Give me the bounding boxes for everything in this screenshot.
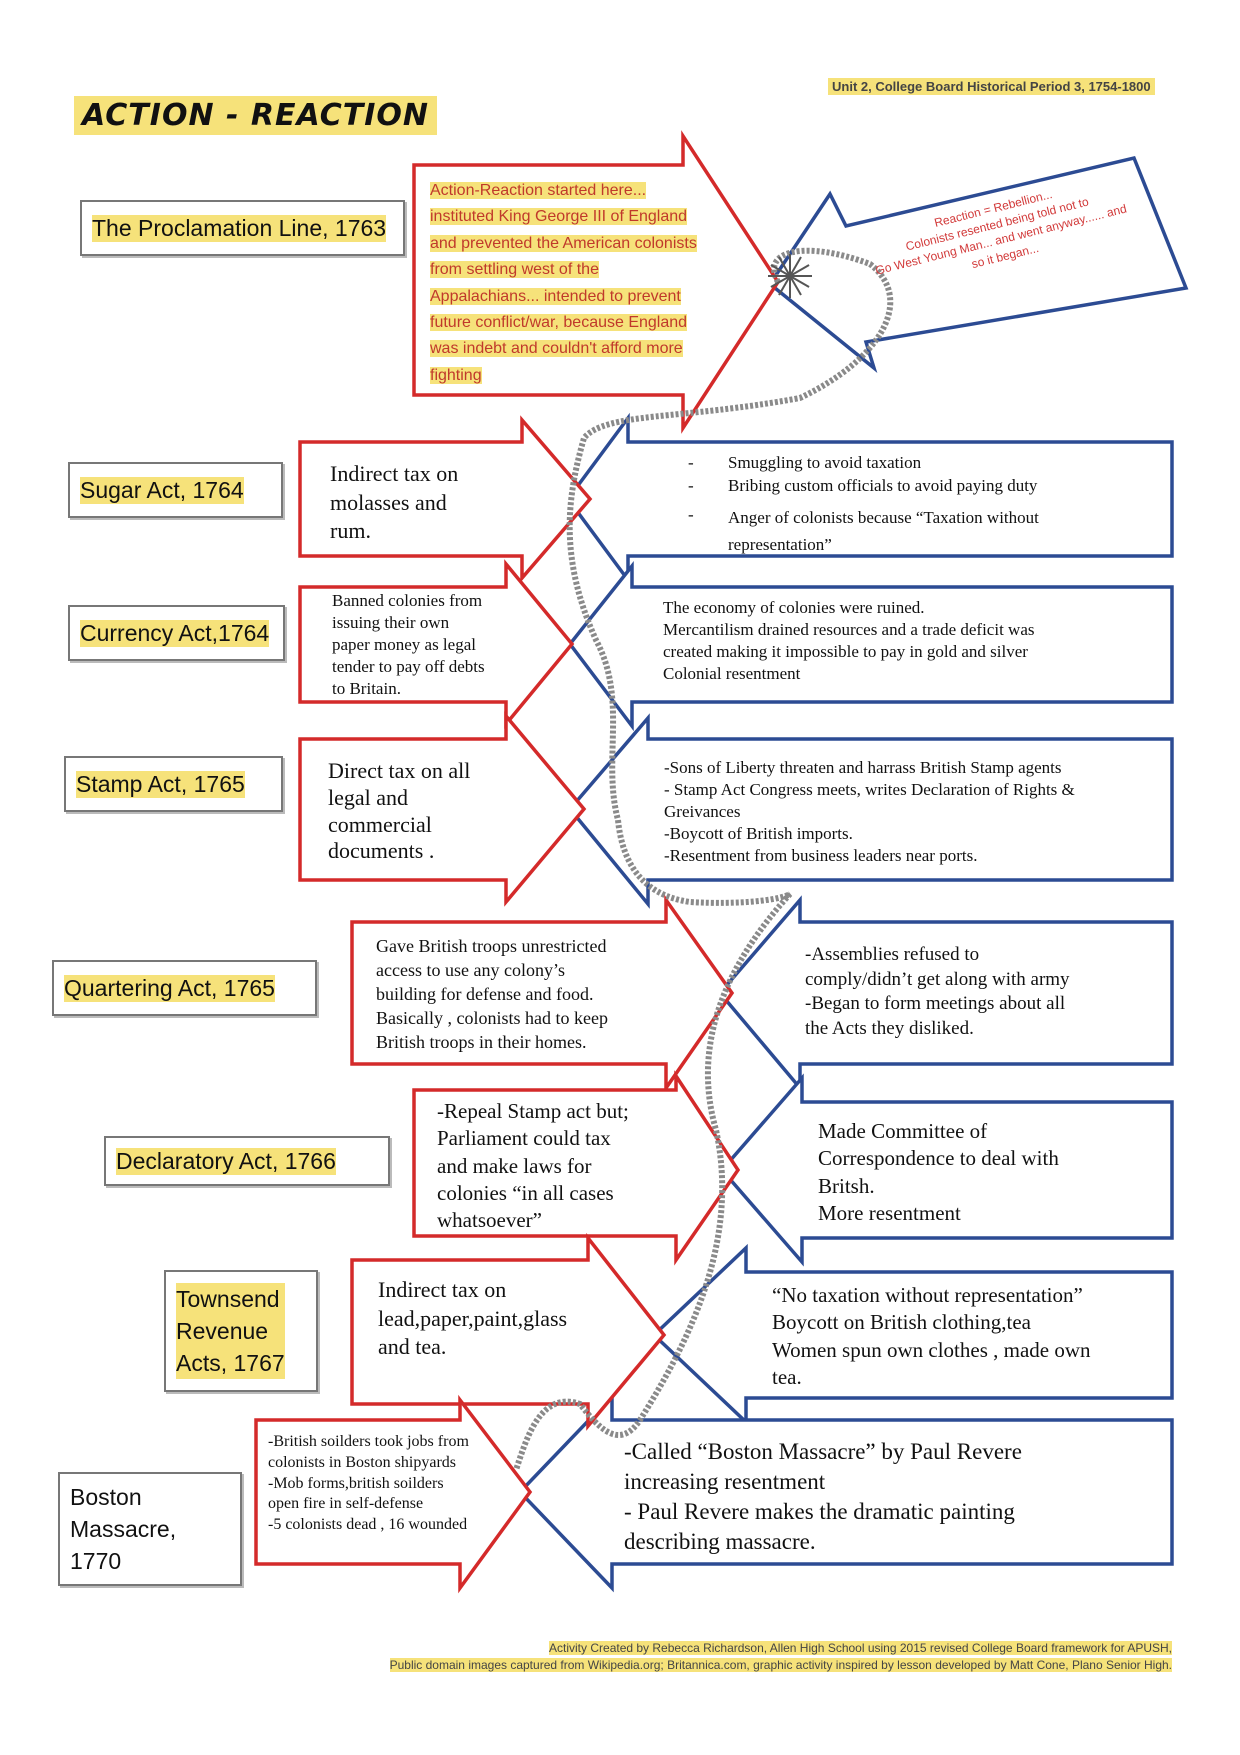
action-arrow-currency-act [298, 559, 575, 729]
reaction-list-sugar-act: -Smuggling to avoid taxation -Bribing cu… [688, 452, 1108, 558]
action-text-stamp-act: Direct tax on all legal and commercial d… [328, 758, 471, 864]
action-text-townsend-acts: Indirect tax on lead,paper,paint,glass a… [378, 1277, 568, 1360]
action-text-currency-act: Banned colonies from issuing their own p… [332, 591, 485, 699]
event-label-currency-act: Currency Act,1764 [68, 605, 285, 661]
reaction-arrow-stamp-act [567, 713, 1174, 909]
reaction-item: -Bribing custom officials to avoid payin… [688, 475, 1038, 495]
event-label-townsend-acts: Townsend Revenue Acts, 1767 [164, 1270, 318, 1392]
reaction-arrow-boston-massacre [517, 1391, 1174, 1593]
event-label-quartering-act: Quartering Act, 1765 [52, 960, 317, 1016]
page-title: ACTION - REACTION [74, 96, 438, 135]
action-arrow-stamp-act [298, 711, 587, 907]
action-text-sugar-act: Indirect tax on molasses and rum. [330, 461, 459, 544]
action-arrow-declaratory-act [412, 1070, 741, 1266]
action-text-quartering-act: Gave British troops unrestricted access … [376, 936, 608, 1052]
action-text-declaratory-act: -Repeal Stamp act but; Parliament could … [437, 1099, 629, 1233]
reaction-text-currency-act: The economy of colonies were ruined. Mer… [663, 598, 1035, 684]
action-text-boston-massacre: -British soilders took jobs from colonis… [268, 1433, 469, 1534]
credits: Activity Created by Rebecca Richardson, … [389, 1641, 1172, 1672]
event-label-sugar-act: Sugar Act, 1764 [68, 462, 283, 518]
event-label-stamp-act: Stamp Act, 1765 [64, 756, 283, 812]
reaction-text-stamp-act: -Sons of Liberty threaten and harrass Br… [664, 758, 1075, 866]
reaction-arrow-declaratory-act [719, 1073, 1174, 1267]
reaction-arrow-townsend-acts [651, 1243, 1174, 1427]
event-label-declaratory-act: Declaratory Act, 1766 [104, 1136, 390, 1186]
reaction-text-declaratory-act: Made Committee of Correspondence to deal… [818, 1119, 1059, 1225]
reaction-arrow-quartering-act [717, 895, 1174, 1093]
burst-icon [768, 254, 812, 298]
reaction-text-quartering-act: -Assemblies refused to comply/didn’t get… [805, 944, 1070, 1040]
reaction-text-townsend-acts: “No taxation without representation” Boy… [772, 1283, 1091, 1389]
reaction-item: -Smuggling to avoid taxation [688, 453, 922, 472]
action-arrow-boston-massacre [254, 1394, 533, 1594]
event-label-proclamation-line: The Proclamation Line, 1763 [80, 200, 405, 256]
reaction-text-boston-massacre: -Called “Boston Massacre” by Paul Revere… [624, 1439, 1022, 1554]
reaction-arrow-proclamation-line [767, 155, 1189, 373]
action-arrow-sugar-act [298, 415, 593, 583]
unit-label: Unit 2, College Board Historical Period … [828, 78, 1155, 95]
rope-line [513, 247, 894, 1471]
event-label-boston-massacre: Boston Massacre, 1770 [58, 1472, 242, 1586]
reaction-item: -Anger of colonists because “Taxation wi… [688, 504, 1039, 555]
reaction-arrow-sugar-act [565, 412, 1174, 586]
reaction-arrow-currency-act [567, 560, 1174, 732]
action-arrow-townsend-acts [350, 1232, 667, 1431]
action-text-proclamation-line: Action-Reaction started here... institut… [430, 182, 697, 384]
action-arrow-quartering-act [350, 894, 735, 1094]
